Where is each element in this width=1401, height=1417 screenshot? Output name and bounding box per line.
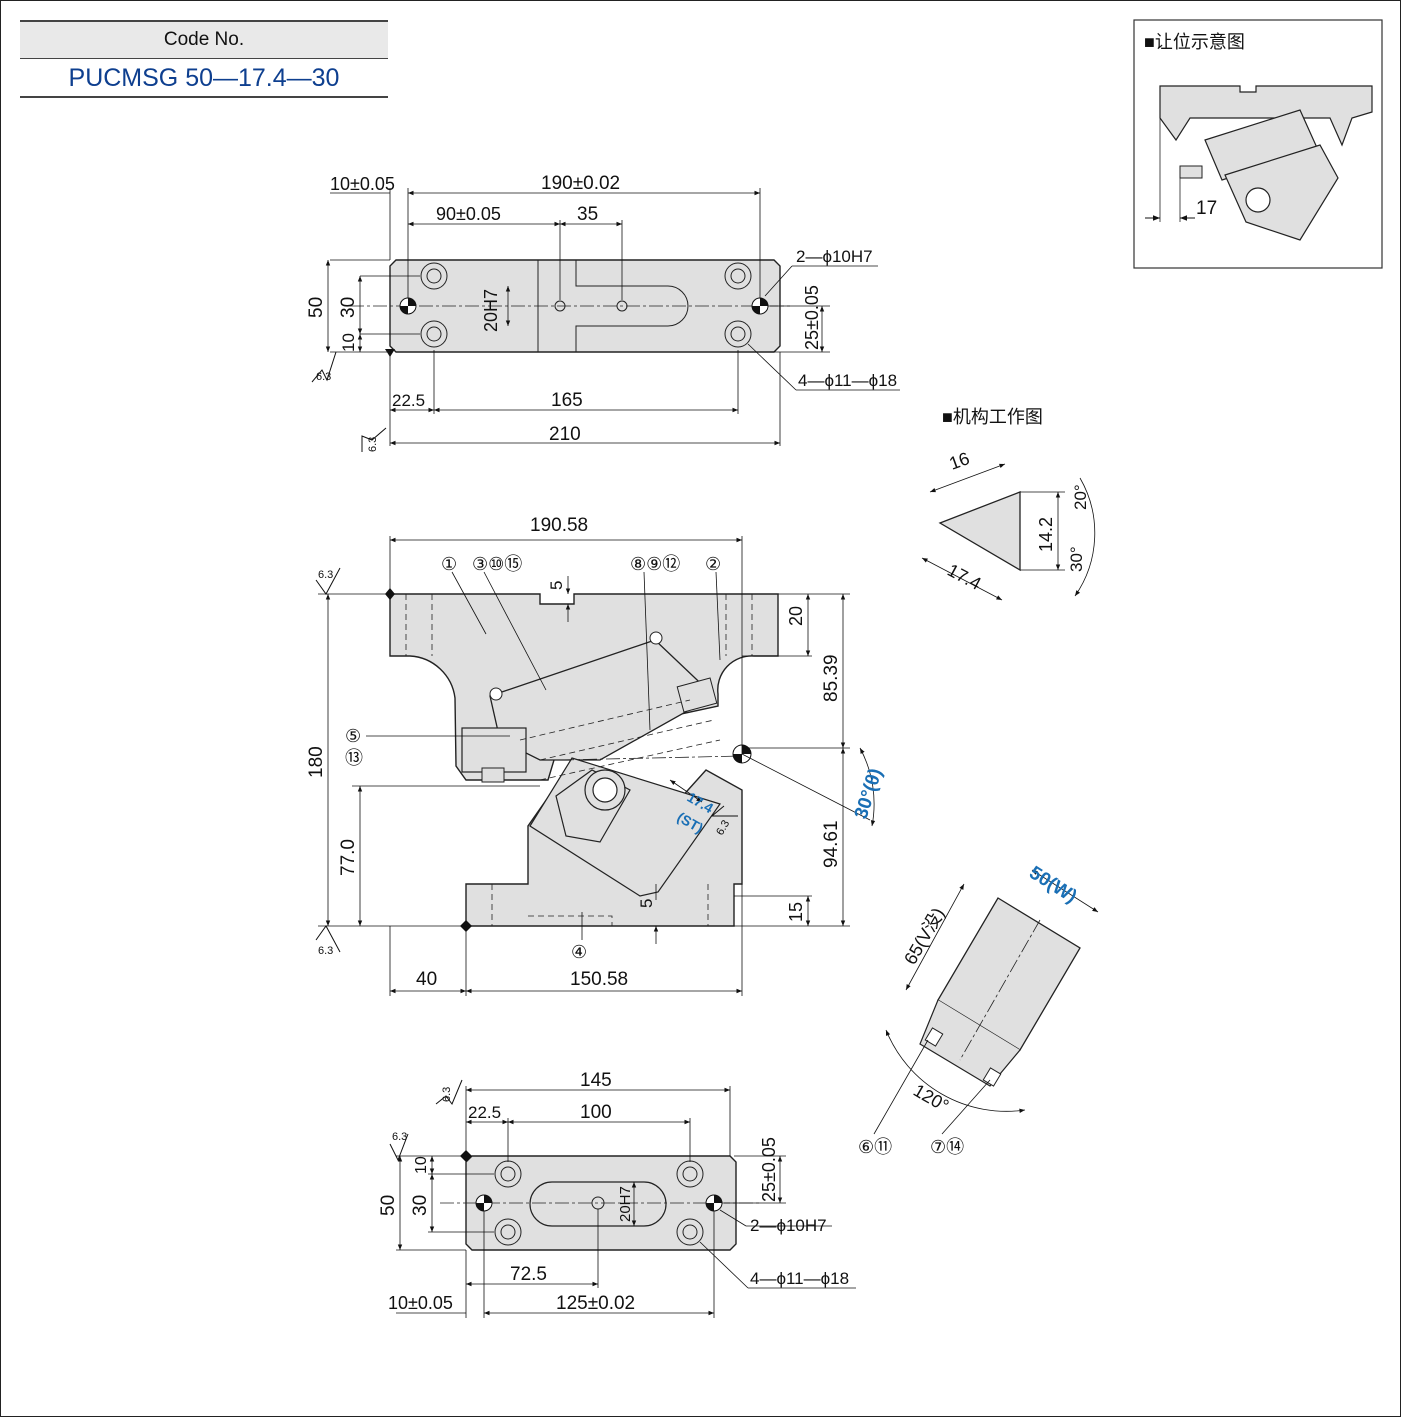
front-dim-94-61: 94.61 (821, 820, 842, 868)
bottom-dim-72-5: 72.5 (510, 1264, 547, 1285)
top-rough-1: 6.3 (316, 371, 331, 383)
bottom-hole-bolt-label: 4—ϕ11—ϕ18 (750, 1269, 849, 1288)
mech-dim-17-4: 17.4 (944, 560, 984, 594)
code-label: Code No. (20, 20, 388, 59)
mechanism-title: ■机构工作图 (942, 407, 1043, 427)
top-dim-50: 50 (306, 297, 327, 318)
mech-dim-20deg: 20° (1071, 484, 1090, 510)
inset-title: ■让位示意图 (1144, 32, 1245, 52)
mech-dim-16: 16 (947, 448, 973, 474)
front-dim-5a: 5 (547, 581, 566, 590)
bottom-rough-2: 6.3 (392, 1131, 407, 1143)
front-part-5: ⑤ (345, 726, 361, 746)
bottom-dim-10-005: 10±0.05 (388, 1293, 453, 1313)
front-dim-77: 77.0 (338, 839, 359, 876)
top-dim-25: 25±0.05 (802, 285, 822, 350)
top-dim-35: 35 (577, 204, 598, 225)
top-dim-165: 165 (551, 390, 583, 411)
top-hole-bolt-label: 4—ϕ11—ϕ18 (798, 371, 897, 390)
front-elevation-view: 6.3 6.3 6.3 (306, 515, 887, 996)
bottom-dim-145: 145 (580, 1070, 612, 1091)
bottom-dim-30: 30 (410, 1195, 431, 1216)
top-dim-10: 10±0.05 (330, 174, 395, 194)
mech-part-6-11: ⑥⑪ (858, 1137, 892, 1157)
bottom-dim-20h7: 20H7 (617, 1186, 634, 1222)
mech-dim-30deg: 30° (1067, 546, 1086, 572)
front-part-8-9-12: ⑧⑨⑫ (630, 554, 680, 574)
top-dim-20h7: 20H7 (481, 289, 501, 332)
top-dim-190: 190±0.02 (541, 173, 620, 194)
front-dim-15: 15 (786, 902, 806, 922)
front-dim-85-39: 85.39 (821, 654, 842, 702)
top-dim-10b: 10 (339, 333, 358, 352)
front-dim-20: 20 (786, 606, 806, 626)
code-number-box: Code No. PUCMSG 50—17.4—30 (20, 20, 388, 98)
front-rough-2: 6.3 (318, 945, 333, 957)
front-rough-1: 6.3 (318, 569, 333, 581)
mechanism-diagram: ■机构工作图 16 17.4 14.2 20° 30° 50(W) 65(V没)… (858, 407, 1099, 1157)
front-dim-190-58: 190.58 (530, 515, 588, 536)
front-part-13: ⑬ (345, 748, 363, 768)
top-dim-30: 30 (338, 297, 359, 318)
bottom-dim-125: 125±0.02 (556, 1293, 635, 1314)
bottom-dim-25: 25±0.05 (759, 1137, 779, 1202)
top-dim-90: 90±0.05 (436, 204, 501, 224)
mech-dim-50w: 50(W) (1025, 862, 1080, 907)
front-dim-5b: 5 (637, 899, 656, 908)
mech-part-7-14: ⑦⑭ (930, 1137, 964, 1157)
front-part-2: ② (705, 554, 721, 574)
front-dim-180: 180 (306, 746, 327, 778)
front-dim-40: 40 (416, 969, 437, 990)
inset-dim-17: 17 (1196, 198, 1217, 219)
bottom-plan-view: 6.3 6.3 145 22.5 100 10 (378, 1070, 856, 1318)
top-rough-2: 6.3 (367, 437, 379, 452)
top-hole-pin-label: 2—ϕ10H7 (796, 247, 873, 266)
top-plan-view: 6.3 6.3 10±0.05 190±0.02 90±0.05 35 50 3… (306, 173, 900, 452)
front-angle-30-theta: 30°(θ) (851, 766, 887, 822)
bottom-dim-22-5: 22.5 (468, 1103, 501, 1122)
mech-dim-65v: 65(V没) (900, 904, 948, 968)
front-part-3-10-15: ③⑩⑮ (472, 554, 522, 574)
inset-clearance-diagram: ■让位示意图 17 (1133, 19, 1383, 269)
mech-dim-120deg: 120° (910, 1080, 952, 1116)
code-value: PUCMSG 50—17.4—30 (20, 59, 388, 98)
front-dim-150-58: 150.58 (570, 969, 628, 990)
bottom-dim-100: 100 (580, 1102, 612, 1123)
bottom-hole-pin-label: 2—ϕ10H7 (750, 1216, 827, 1235)
mech-dim-14-2: 14.2 (1036, 517, 1056, 552)
front-part-4: ④ (571, 942, 587, 962)
bottom-dim-10: 10 (413, 1156, 430, 1174)
bottom-dim-50: 50 (378, 1195, 399, 1216)
top-dim-210: 210 (549, 424, 581, 445)
bottom-rough-1: 6.3 (441, 1087, 453, 1102)
top-dim-22-5: 22.5 (392, 391, 425, 410)
front-part-1: ① (441, 554, 457, 574)
